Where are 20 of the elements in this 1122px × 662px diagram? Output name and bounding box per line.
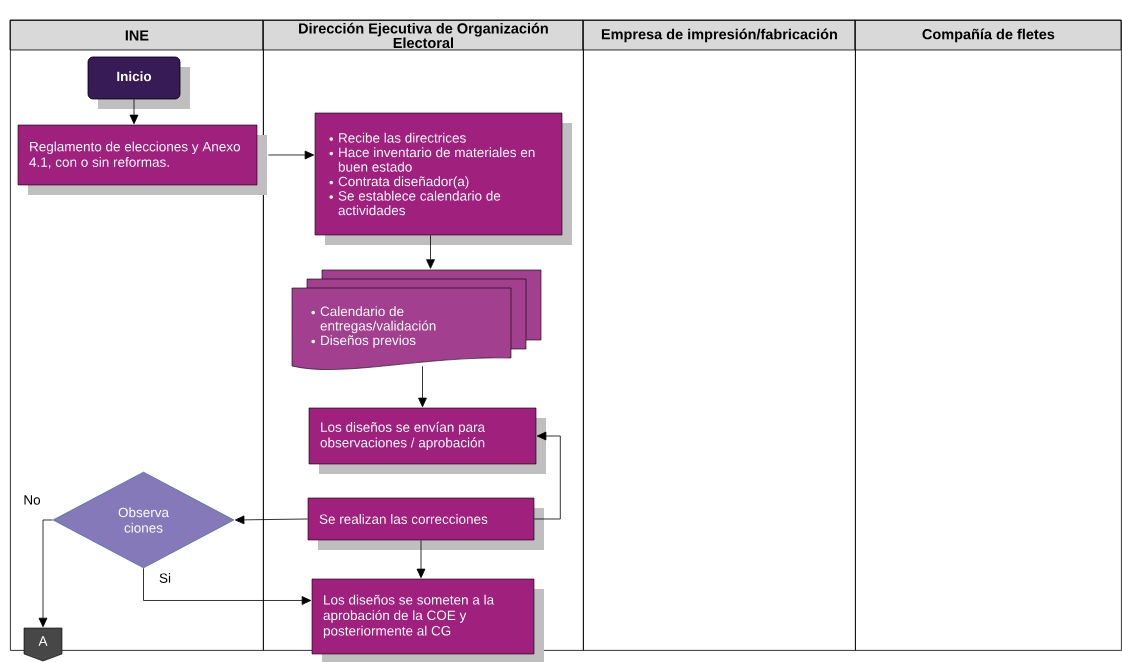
off-page-connector: A (23, 627, 63, 662)
arrow (129, 99, 139, 125)
arrow (426, 234, 435, 269)
arrow (267, 150, 315, 160)
process-box: Reglamento de elecciones y Anexo 4.1, con o sin reformas. (17, 124, 267, 195)
process-box: Recibe las directrices Hace inventario de materiales en buen estado Contrata diseñador(a) Se establece calendario de actividades (314, 112, 572, 245)
process-box: Los diseños se envían para observaciones / aprobación (308, 407, 546, 474)
process-box: Se realizan las correcciones (307, 497, 544, 550)
process-box: Los diseños se someten a la aprobación de la COE y posteriormente al CG (311, 578, 544, 662)
arrow (235, 515, 309, 525)
edge-label: No (22, 494, 42, 506)
swimlane: Empresa de impresión/fabricación (582, 19, 856, 651)
arrow (533, 431, 561, 520)
edge-label: Si (158, 572, 172, 584)
start-terminator: Inicio (87, 56, 190, 109)
arrow (418, 365, 427, 408)
arrow (38, 519, 53, 628)
swimlane: Compañía de fletes (854, 19, 1122, 651)
arrow (143, 568, 312, 605)
arrow (416, 539, 426, 579)
